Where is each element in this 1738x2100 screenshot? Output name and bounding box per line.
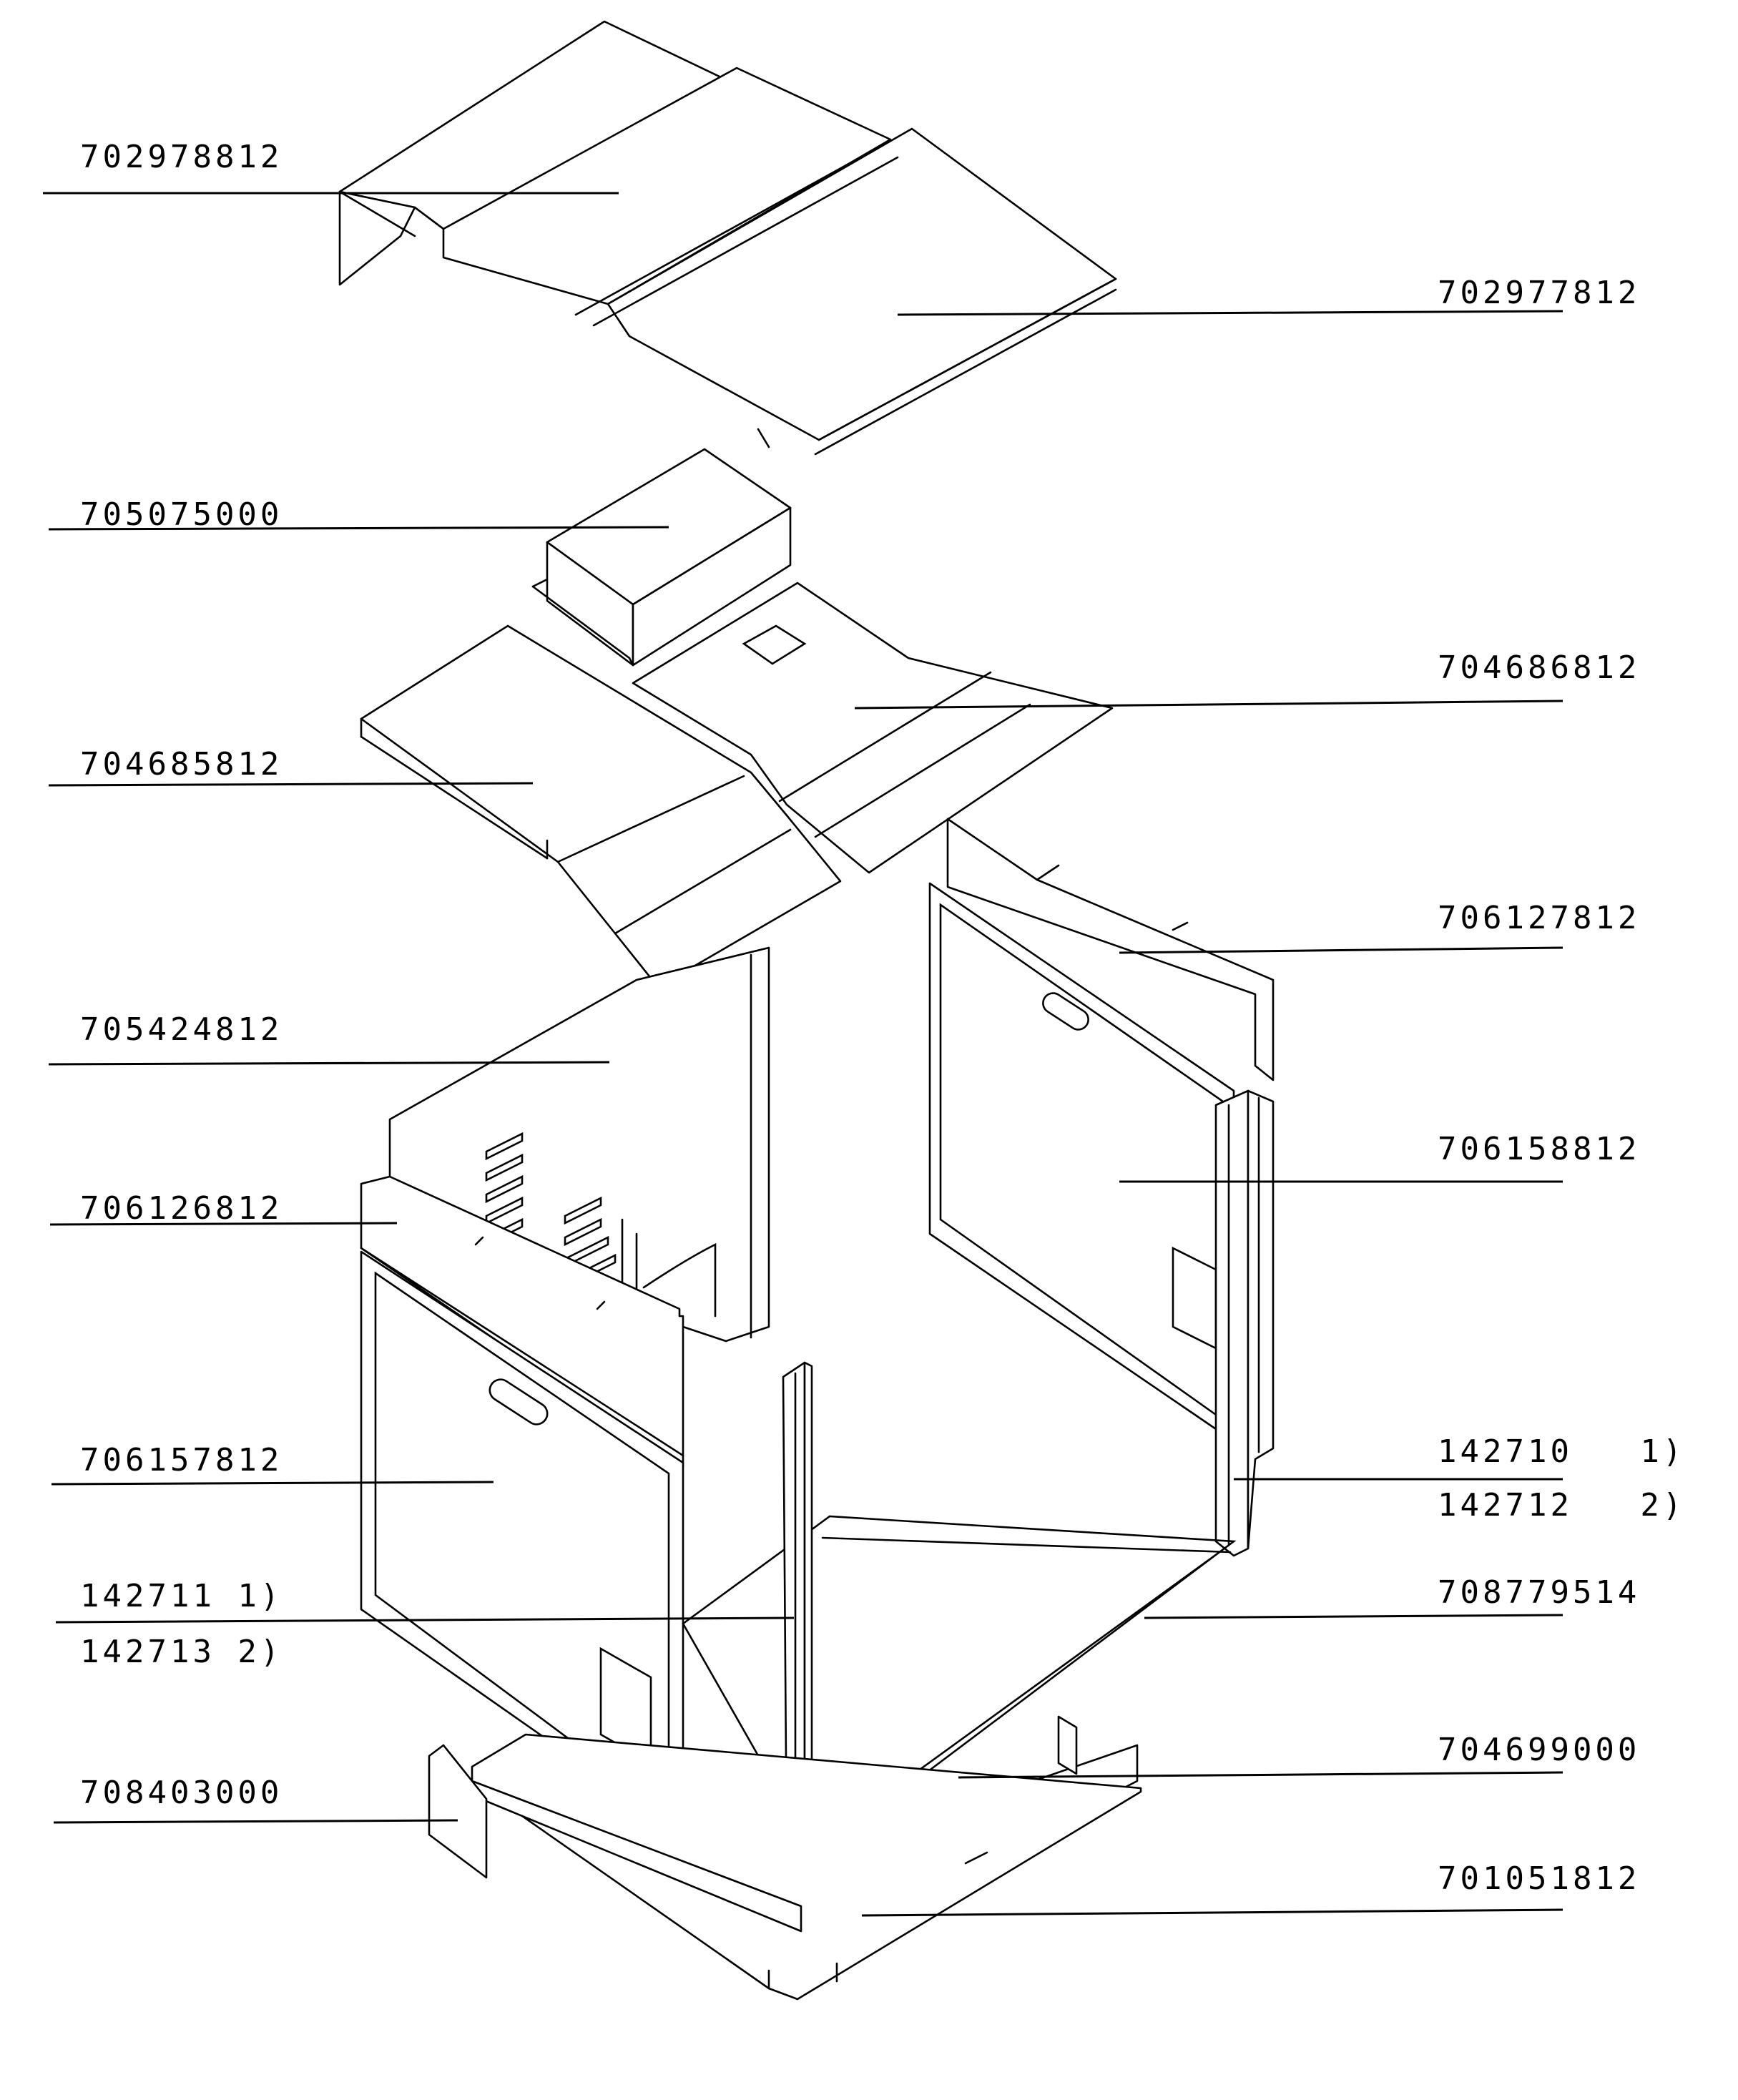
label-top-panel-right: 704686812 <box>1438 649 1641 686</box>
label-box: 705075000 <box>80 496 283 533</box>
label-side-top-left: 706126812 <box>80 1190 283 1227</box>
leader-lines <box>43 192 1563 1917</box>
label-bottom-frame: 708779514 <box>1438 1574 1641 1611</box>
top-panel-right-drawing <box>632 582 1114 874</box>
label-side-panel-right: 706158812 <box>1438 1131 1641 1167</box>
side-top-right-drawing <box>946 818 1275 1081</box>
label-rear-wall: 705424812 <box>80 1011 283 1048</box>
top-cover-front-drawing <box>338 20 892 305</box>
label-rail-right-2: 142712 2) <box>1438 1487 1686 1524</box>
label-base: 701051812 <box>1438 1860 1641 1897</box>
rail-right-drawing <box>1214 1089 1275 1557</box>
label-rail-left-1: 142711 1) <box>80 1578 283 1614</box>
top-panel-left-drawing <box>360 624 842 988</box>
box-drawing <box>531 448 792 667</box>
label-top-cover-front: 702978812 <box>80 139 283 175</box>
label-small-plate: 708403000 <box>80 1775 283 1811</box>
label-rail-left-2: 142713 2) <box>80 1634 283 1670</box>
label-top-panel-left: 704685812 <box>80 746 283 782</box>
label-bottom-plate: 704699000 <box>1438 1732 1641 1768</box>
top-cover-rear-drawing <box>574 127 1117 456</box>
base-drawing <box>471 1733 1142 2001</box>
label-rail-right-1: 142710 1) <box>1438 1433 1686 1470</box>
label-top-cover-rear: 702977812 <box>1438 275 1641 311</box>
label-side-top-right: 706127812 <box>1438 900 1641 936</box>
label-side-panel-left: 706157812 <box>80 1442 283 1478</box>
